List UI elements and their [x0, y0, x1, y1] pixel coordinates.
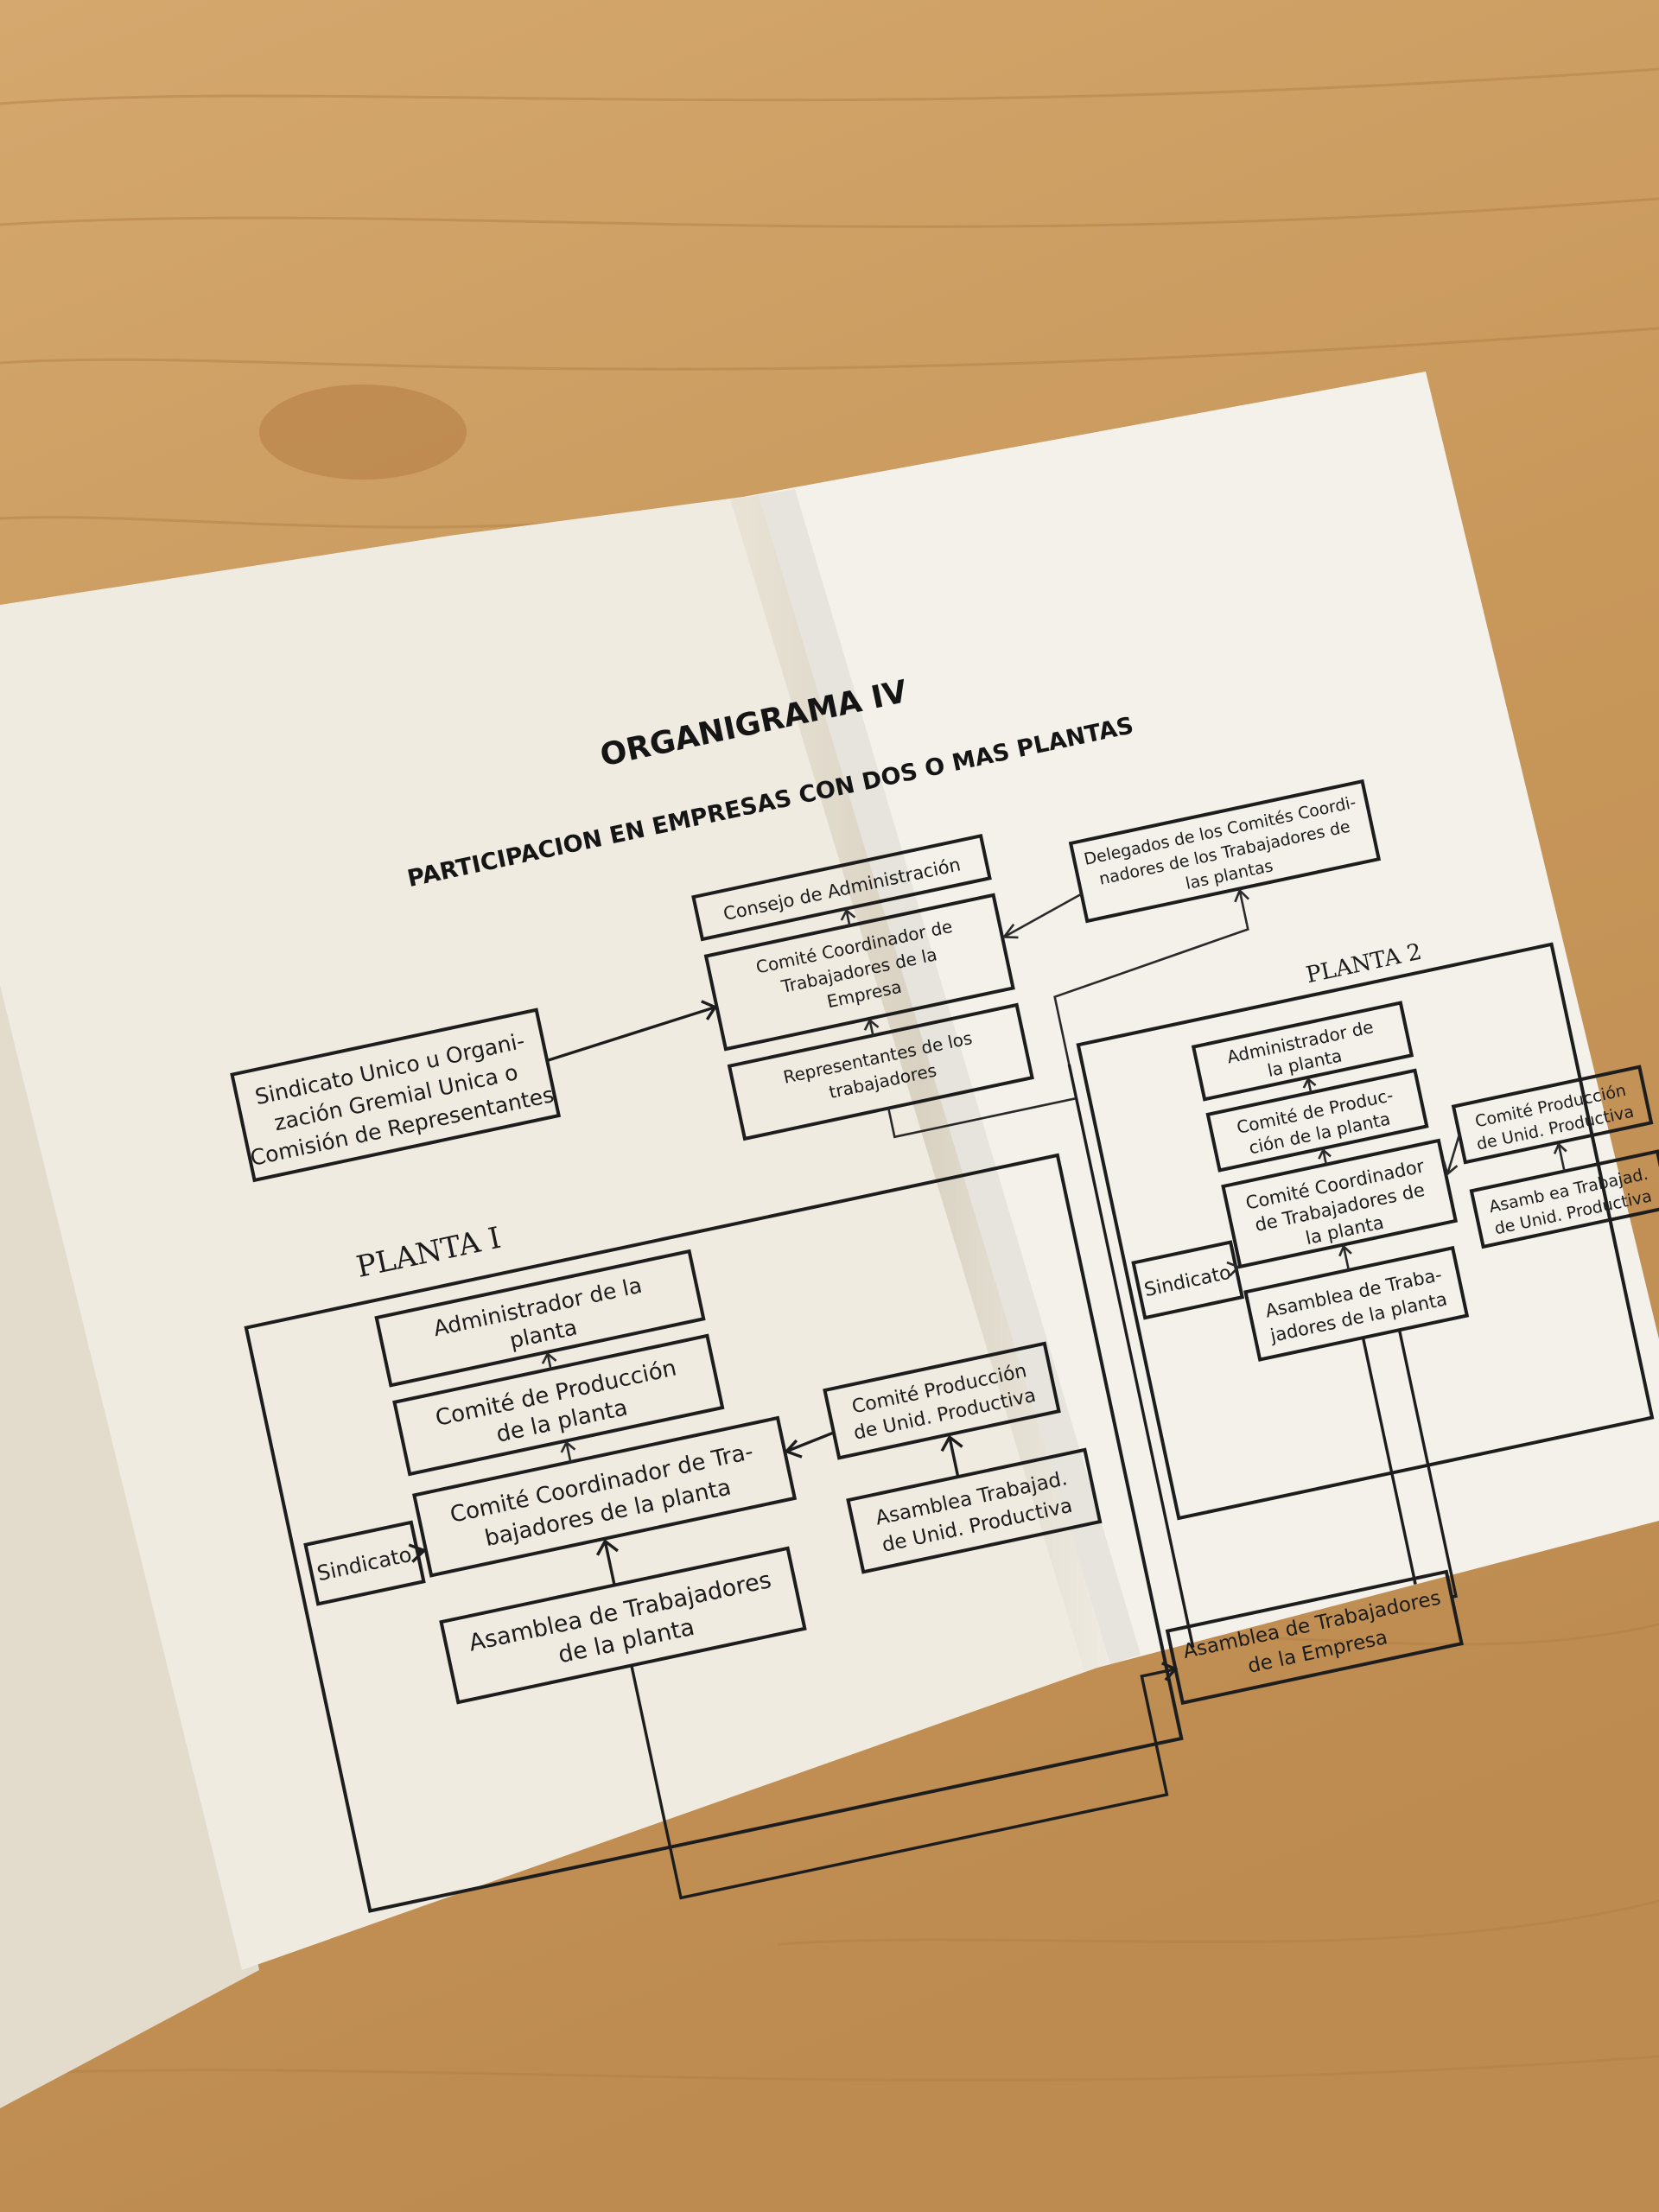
planta1-frame [244, 1153, 1184, 1913]
planta2-frame [1076, 942, 1655, 1521]
wood-knot [259, 385, 467, 480]
left-page [0, 497, 1097, 1970]
planta1-connectors [408, 1351, 1179, 1900]
back-cover [0, 976, 259, 2108]
book-spine [730, 495, 1110, 1671]
wood-grain [0, 67, 1659, 2082]
planta2-link-line [1067, 1064, 1195, 1649]
asamblea-empresa-link [1397, 1329, 1459, 1599]
planta2-connectors [1226, 1077, 1567, 1585]
fold-shadow [759, 489, 1141, 1664]
top-connectors [546, 888, 1249, 1139]
